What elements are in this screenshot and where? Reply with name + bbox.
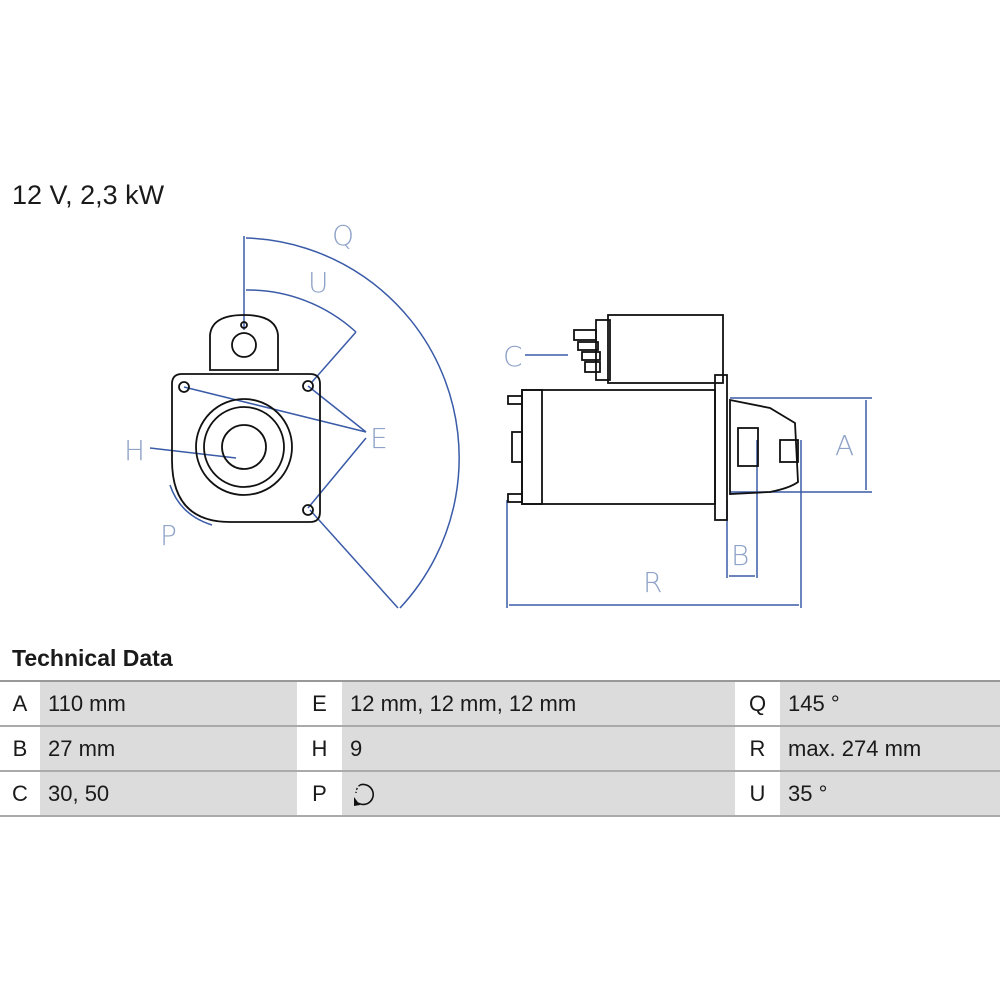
clockwise-rotation-icon [354,783,374,806]
label-b: B [731,539,749,572]
param-value: 110 mm [40,682,297,725]
param-key: H [297,727,342,770]
param-value: 27 mm [40,727,297,770]
table-row: B 27 mm H 9 R max. 274 mm [0,727,1000,772]
dimension-q-arc [245,237,460,609]
param-value: max. 274 mm [780,727,1000,770]
label-a: A [835,429,854,462]
param-key: C [0,772,40,815]
label-c: C [503,340,523,373]
param-key: B [0,727,40,770]
param-key: A [0,682,40,725]
param-key: Q [735,682,780,725]
side-view [507,314,799,521]
param-key: U [735,772,780,815]
table-row: A 110 mm E 12 mm, 12 mm, 12 mm Q 145 ° [0,682,1000,727]
label-r: R [643,566,662,599]
label-e: E [370,422,388,455]
param-value: 9 [342,727,735,770]
param-value: 145 ° [780,682,1000,725]
dimension-u-arc [245,289,357,333]
label-q: Q [332,219,354,252]
label-h: H [124,434,145,467]
technical-data-table: A 110 mm E 12 mm, 12 mm, 12 mm Q 145 ° B… [0,680,1000,817]
rotation-p-arrow [169,484,213,526]
label-u: U [308,266,329,299]
param-key: E [297,682,342,725]
dimension-lines [149,236,872,609]
table-row: C 30, 50 P U 35 ° [0,772,1000,817]
starter-motor-drawing: Q U E H P C A B R [124,219,872,609]
param-value: 30, 50 [40,772,297,815]
param-value-rotation [342,772,735,815]
dimension-labels: Q U E H P C A B R [124,219,854,599]
param-value: 35 ° [780,772,1000,815]
technical-data-heading: Technical Data [12,645,173,671]
param-key: R [735,727,780,770]
param-value: 12 mm, 12 mm, 12 mm [342,682,735,725]
front-view [171,314,321,523]
product-rating-title: 12 V, 2,3 kW [12,180,165,210]
label-p: P [160,519,177,552]
param-key: P [297,772,342,815]
